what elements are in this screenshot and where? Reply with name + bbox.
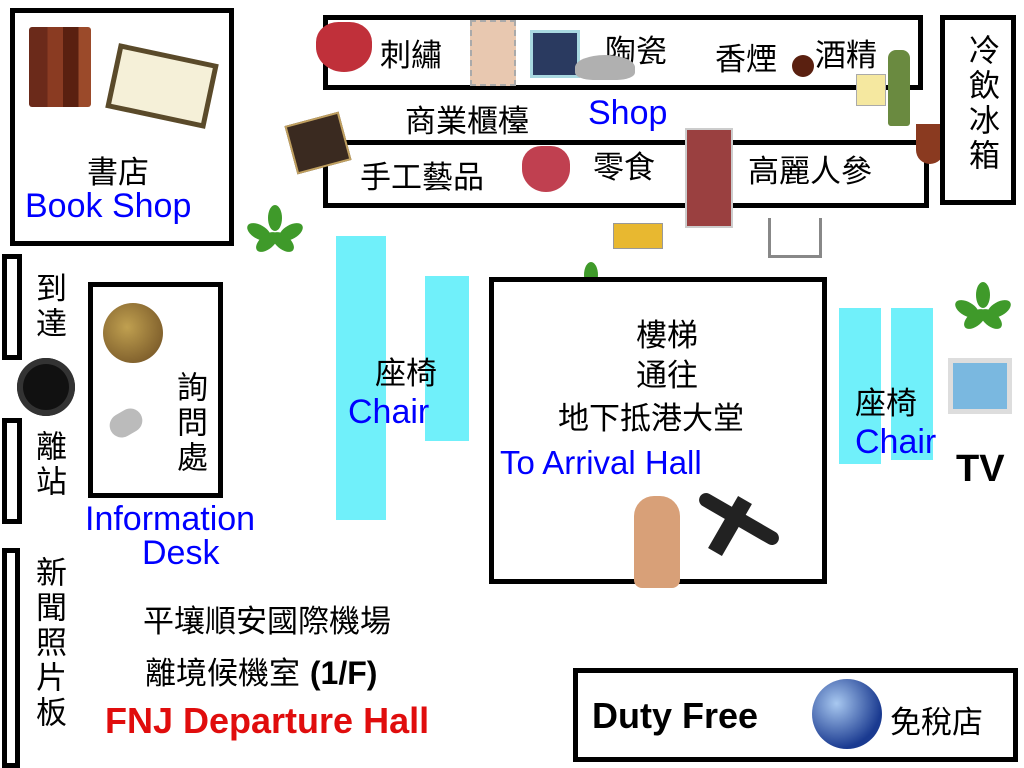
lamp-icon [575,55,635,80]
pointing-hand-icon [634,496,680,588]
hall-name-en: FNJ Departure Hall [105,700,430,741]
stairs-to-arrival-hall[interactable]: 樓梯 通往 地下抵港大堂 To Arrival Hall [489,277,827,588]
credit-card-icon [613,223,663,249]
info-desk-label-en-1: Information [85,500,256,538]
arrival-label: 到達 [30,272,66,342]
tv-label: TV [956,448,1005,490]
chairs-left-label-en: Chair [348,393,430,431]
hall-name-zh-text: 離境候機室 [145,656,300,692]
chairs-left-label-zh: 座椅 [375,356,437,392]
microphone-icon [105,404,147,442]
heart-box-icon [316,22,372,72]
hall-name-zh: 離境候機室 (1/F) [145,648,377,693]
clock-icon [17,358,75,416]
cold-drinks-fridge[interactable]: 冷飲冰箱 [940,15,1016,205]
chairs-right-label-en: Chair [855,423,937,461]
shopping-cart-icon [768,218,822,258]
wine-glass-icon [916,124,944,164]
ginseng-box-icon [685,128,733,228]
shop-item-snacks[interactable]: 零食 [593,150,655,186]
globe-icon [812,679,882,749]
news-board-bar[interactable] [2,548,20,768]
shop-counter-label-zh: 商業櫃檯 [405,104,529,140]
chair-block[interactable] [336,236,386,520]
shop-item-embroidery[interactable]: 刺繡 [380,38,442,74]
globe-icon [103,303,163,363]
departure-bar[interactable] [2,418,22,524]
chair-block[interactable] [839,308,881,464]
stamp-icon [470,20,516,86]
book-shop-label-zh: 書店 [87,155,149,191]
cold-drinks-label: 冷飲冰箱 [963,34,999,174]
book-shop-label-en: Book Shop [25,187,192,225]
glasses-icon [856,74,886,106]
chair-block[interactable] [891,308,933,460]
duty-free-label-zh: 免稅店 [890,705,983,741]
stairs-label-en: To Arrival Hall [500,444,702,481]
shop-row-bottom[interactable] [323,140,929,208]
stairs-label-1: 樓梯 [636,318,698,354]
flower-heart-icon [522,146,570,192]
shop-item-ginseng[interactable]: 高麗人參 [748,154,872,190]
information-desk[interactable]: 詢問處 [88,282,223,498]
plant-icon [952,282,1014,333]
book-shop-area[interactable]: 書店 Book Shop [10,8,234,246]
plant-icon [244,205,306,256]
news-board-label: 新聞照片板 [30,556,66,731]
flower-stamp-icon [530,30,580,78]
chairs-right-label-zh: 座椅 [855,386,917,422]
planner-icon [105,43,219,129]
books-icon [29,27,91,107]
shop-item-liquor[interactable]: 酒精 [815,38,877,74]
shop-counter-label-en: Shop [588,94,668,132]
stairs-label-2: 通往 [636,358,698,394]
info-desk-label-en-2: Desk [142,534,220,572]
shop-item-tobacco[interactable]: 香煙 [715,42,777,78]
duty-free-label-en: Duty Free [592,695,759,736]
tv-monitor-icon [948,358,1012,414]
duty-free-shop[interactable]: Duty Free 免稅店 [573,668,1018,762]
floor-label: (1/F) [309,655,378,691]
info-desk-label-zh: 詢問處 [171,371,207,476]
champagne-icon [888,50,910,126]
departure-label: 離站 [30,430,66,500]
airport-name: 平壤順安國際機場 [143,604,391,640]
shop-item-handicrafts[interactable]: 手工藝品 [360,160,484,196]
chair-block[interactable] [425,276,469,441]
pipe-icon [792,55,814,77]
arrival-bar[interactable] [2,254,22,360]
stairs-label-3: 地下抵港大堂 [558,401,744,437]
